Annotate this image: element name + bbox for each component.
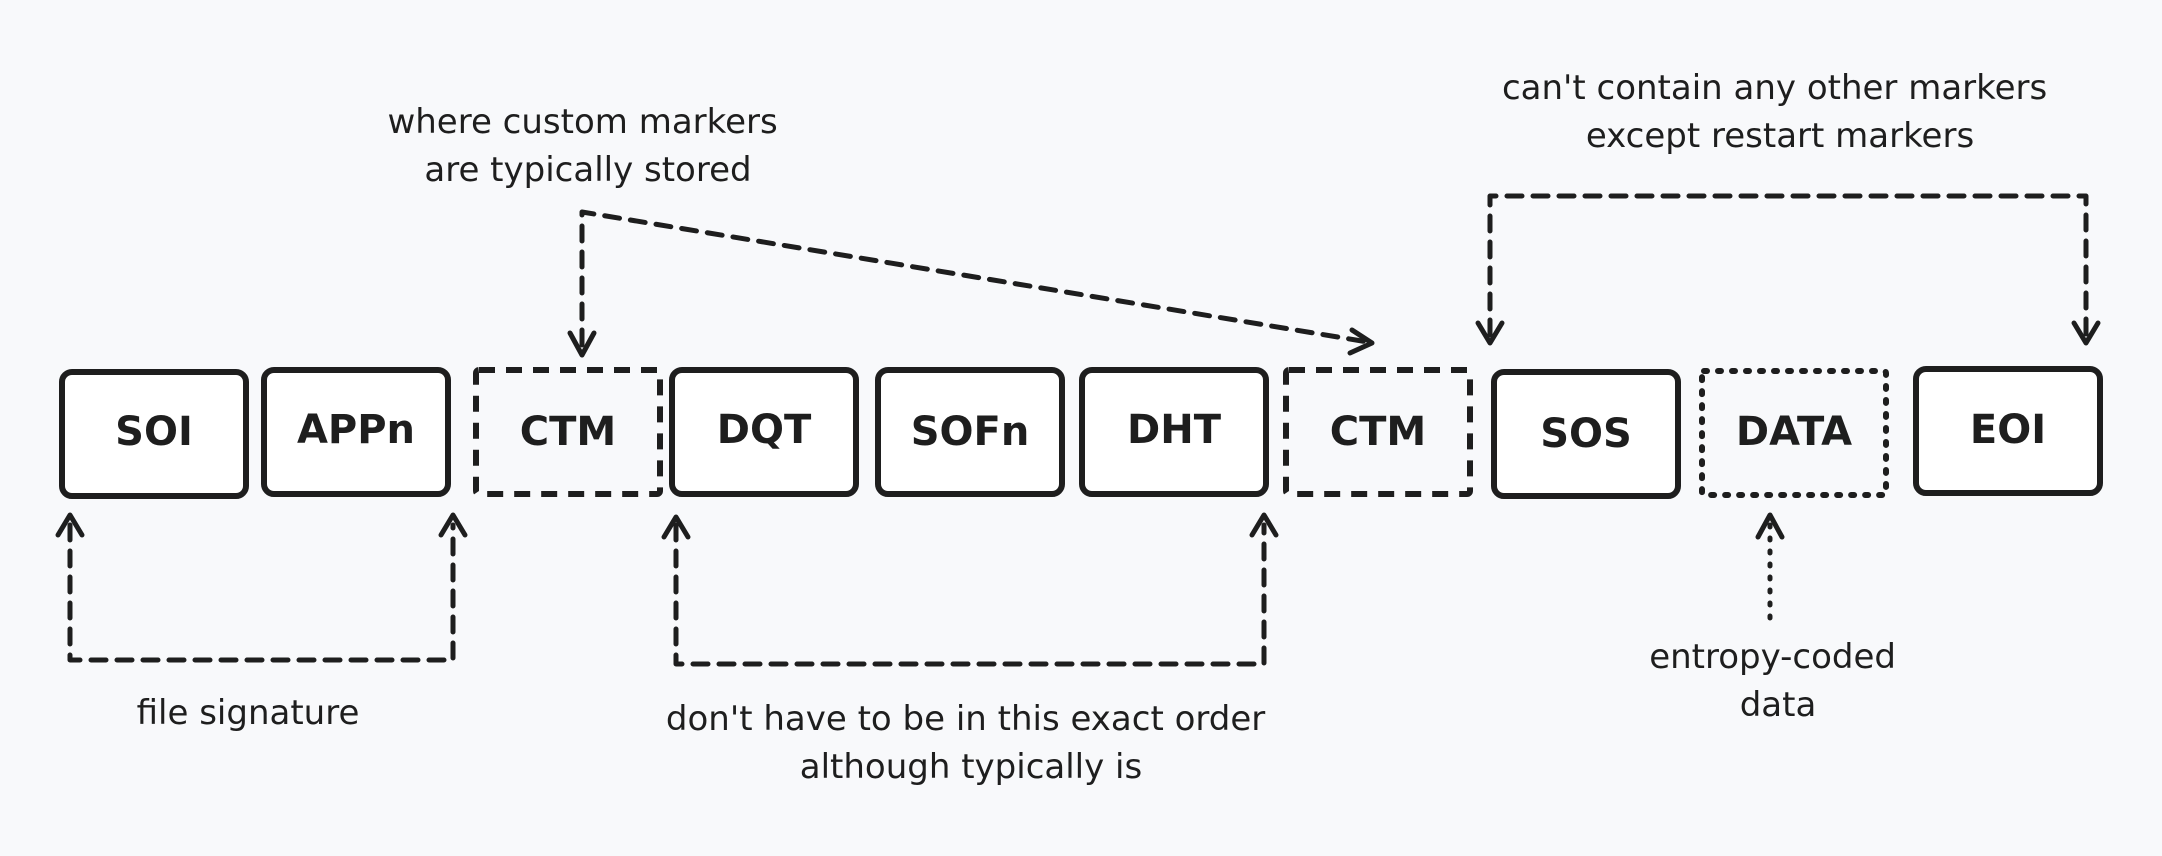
annotation-scan-data-line-2: except restart markers [1586, 116, 1974, 156]
segment-sofn: SOFn [875, 367, 1065, 497]
annotation-order: don't have to be in this exact order alt… [666, 699, 1276, 787]
segment-soi: SOI [59, 369, 249, 499]
segment-label: DQT [717, 407, 812, 453]
segment-label: EOI [1970, 407, 2046, 453]
segment-dqt: DQT [669, 367, 859, 497]
segment-label: SOI [115, 409, 193, 455]
segment-data: DATA [1699, 368, 1889, 498]
segment-box [473, 367, 663, 497]
annotation-scan-data: can't contain any other markers except r… [1502, 68, 2058, 156]
segment-appn: APPn [261, 367, 451, 497]
annotation-file-signature-line-1: file signature [137, 693, 360, 733]
segment-label: SOFn [911, 409, 1030, 455]
segment-label: DATA [1736, 409, 1852, 455]
segment-label: CTM [1330, 409, 1426, 455]
segment-box [875, 367, 1065, 497]
annotation-custom-markers: where custom markers are typically store… [387, 102, 788, 190]
annotation-entropy-line-2: data [1740, 685, 1817, 725]
segment-eoi: EOI [1913, 366, 2103, 496]
annotation-scan-data-line-1: can't contain any other markers [1502, 68, 2047, 108]
connector-scan-data [1475, 193, 2101, 346]
segment-box [669, 367, 859, 497]
segment-box [261, 367, 451, 497]
annotation-file-signature: file signature [137, 693, 360, 733]
segment-label: CTM [520, 409, 616, 455]
connector-entropy [1755, 512, 1785, 621]
segment-label: SOS [1540, 411, 1632, 457]
annotation-custom-markers-line-2: are typically stored [424, 150, 751, 190]
segment-box [59, 369, 249, 499]
segment-sos: SOS [1491, 369, 1681, 499]
annotation-order-line-1: don't have to be in this exact order [666, 699, 1265, 739]
segment-label: APPn [297, 407, 415, 453]
annotation-entropy: entropy-coded data [1649, 637, 1907, 725]
annotation-order-line-2: although typically is [800, 747, 1142, 787]
segment-box [1079, 367, 1269, 497]
segment-box [1699, 368, 1889, 498]
connector-order [661, 512, 1279, 667]
connector-file-signature [55, 512, 468, 663]
segment-box [1491, 369, 1681, 499]
segment-box [1283, 367, 1473, 497]
segment-ctm-2: CTM [1283, 367, 1473, 497]
connector-custom-markers [567, 209, 1375, 358]
segment-box [1913, 366, 2103, 496]
annotation-entropy-line-1: entropy-coded [1649, 637, 1896, 677]
segment-label: DHT [1127, 407, 1222, 453]
segment-dht: DHT [1079, 367, 1269, 497]
annotation-custom-markers-line-1: where custom markers [387, 102, 777, 142]
segment-ctm-1: CTM [473, 367, 663, 497]
